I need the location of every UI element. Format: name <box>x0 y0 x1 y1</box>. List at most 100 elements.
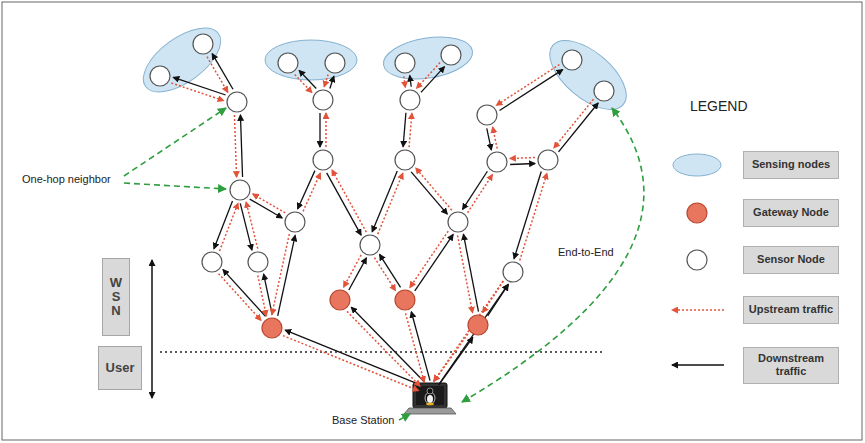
sensor-node <box>395 150 415 170</box>
upstream-arrow <box>496 65 559 106</box>
legend-entry: Gateway Node <box>743 199 839 227</box>
upstream-arrow <box>234 115 236 177</box>
downstream-arrow <box>240 115 242 177</box>
sensing-area <box>380 31 475 85</box>
traffic-links <box>171 54 598 391</box>
sensor-node <box>594 81 614 101</box>
legend-entry: Downstream traffic <box>743 347 839 384</box>
upstream-arrow <box>272 234 289 315</box>
upstream-arrow <box>416 168 452 210</box>
downstream-arrow <box>514 172 541 259</box>
callout-arrows <box>124 108 410 420</box>
sensor-node <box>448 212 468 232</box>
downstream-arrow <box>415 234 453 290</box>
upstream-arrow <box>207 57 228 93</box>
legend-samples <box>672 154 724 365</box>
downstream-arrow <box>559 103 599 152</box>
sensor-node <box>150 66 170 86</box>
callout-arrow <box>124 183 226 189</box>
gateway-node <box>395 290 415 310</box>
downstream-arrow <box>463 234 478 311</box>
sensor-node <box>360 235 380 255</box>
legend-entry: Sensing nodes <box>743 151 839 179</box>
layer-box: User <box>98 346 142 390</box>
upstream-arrow <box>246 202 258 249</box>
upstream-arrow <box>295 75 312 93</box>
sensor-node <box>313 90 333 110</box>
callout-label: Base Station <box>330 414 396 427</box>
upstream-arrow <box>520 173 547 260</box>
sensor-node <box>202 252 222 272</box>
upstream-arrow <box>409 113 412 147</box>
legend-text: Upstream traffic <box>749 303 833 316</box>
upstream-arrow <box>458 235 473 312</box>
sensor-node <box>227 92 247 112</box>
upstream-arrow <box>410 231 448 287</box>
downstream-arrow <box>330 76 334 88</box>
network-nodes <box>150 34 614 338</box>
gateway-node <box>330 290 350 310</box>
callout-label: End-to-End <box>556 246 616 259</box>
sensor-node <box>193 34 213 54</box>
upstream-arrow <box>404 76 406 87</box>
sensor-node <box>441 45 461 65</box>
downstream-arrow <box>223 270 266 317</box>
legend-sample <box>672 364 724 366</box>
upstream-arrow <box>347 311 420 386</box>
legend-sample <box>687 203 707 223</box>
sensor-node <box>285 212 305 232</box>
laptop-icon <box>404 383 456 414</box>
upstream-arrow <box>171 83 223 101</box>
legend-entry: Sensor Node <box>743 246 839 274</box>
sensor-node <box>400 90 420 110</box>
upstream-arrow <box>258 275 267 316</box>
sensor-node <box>395 53 415 73</box>
sensor-node <box>325 53 345 73</box>
upstream-arrow <box>220 203 239 251</box>
downstream-arrow <box>319 113 320 147</box>
callout-label: One-hop neighbor <box>20 173 113 186</box>
sensor-node <box>248 252 268 272</box>
downstream-arrow <box>487 128 492 150</box>
upstream-arrow <box>434 281 503 381</box>
sensing-areas <box>133 16 638 122</box>
gateway-node <box>468 315 488 335</box>
upstream-arrow <box>325 113 327 147</box>
legend-text: Sensing nodes <box>752 158 830 171</box>
downstream-arrow <box>439 284 508 384</box>
downstream-arrow <box>410 75 412 86</box>
sensing-area <box>265 40 357 80</box>
upstream-arrow <box>378 173 403 234</box>
upstream-arrow <box>406 313 425 382</box>
downstream-arrow <box>240 203 252 250</box>
legend-sample <box>687 250 707 270</box>
legend-sample <box>673 154 721 176</box>
upstream-arrow <box>493 127 498 149</box>
downstream-arrow <box>299 70 316 88</box>
downstream-arrow <box>421 67 444 93</box>
downstream-arrow <box>327 173 361 235</box>
downstream-arrow <box>403 113 406 147</box>
upstream-arrow <box>510 157 535 159</box>
legend-text: Downstream traffic <box>744 352 838 378</box>
upstream-arrow <box>253 194 286 213</box>
upstream-arrow <box>219 274 262 321</box>
layer-label: User <box>106 361 135 375</box>
sensing-area <box>538 28 638 122</box>
sensor-node <box>313 150 333 170</box>
span-arrow <box>151 260 153 398</box>
layer-label: W S N <box>110 276 123 319</box>
upstream-arrow <box>324 74 328 86</box>
downstream-arrow <box>372 171 397 232</box>
sensor-node <box>562 50 582 70</box>
legend-title: LEGEND <box>688 98 750 115</box>
upstream-arrow <box>344 255 362 287</box>
downstream-arrow <box>411 172 447 214</box>
upstream-arrow <box>468 175 493 213</box>
downstream-arrow <box>214 201 233 249</box>
upstream-arrow <box>417 63 440 89</box>
upstream-arrow <box>374 258 395 291</box>
legend-entry: Upstream traffic <box>743 296 839 324</box>
downstream-arrow <box>463 171 488 209</box>
